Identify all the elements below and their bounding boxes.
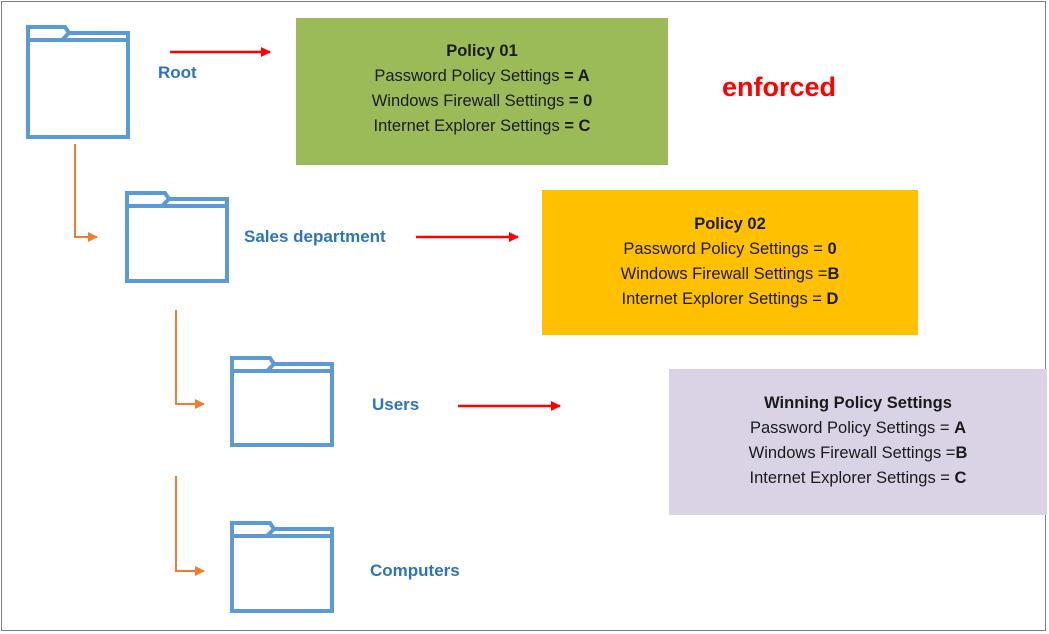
- winning-policy-box: Winning Policy Settings Password Policy …: [669, 369, 1047, 515]
- root-label: Root: [158, 63, 197, 82]
- winning-policy-line: Internet Explorer Settings = C: [749, 469, 967, 487]
- winning-policy-line: Windows Firewall Settings =B: [748, 444, 968, 462]
- policy02-line: Windows Firewall Settings =B: [620, 265, 840, 283]
- policy02-title: Policy 02: [694, 215, 766, 233]
- computers-folder-icon: [230, 521, 334, 613]
- computers-label: Computers: [370, 561, 460, 580]
- connector-sales-to-users: [175, 310, 205, 409]
- policy01-box: Policy 01 Password Policy Settings = A W…: [296, 18, 668, 165]
- policy02-line: Password Policy Settings = 0: [623, 240, 837, 258]
- sales-folder-icon: [125, 191, 229, 283]
- policy01-title: Policy 01: [446, 42, 518, 60]
- policy01-line: Password Policy Settings = A: [374, 67, 590, 85]
- sales-department-label: Sales department: [244, 227, 386, 246]
- enforced-label: enforced: [722, 72, 837, 102]
- connector-root-to-sales: [74, 144, 98, 242]
- users-folder-icon: [230, 356, 334, 447]
- winning-policy-title: Winning Policy Settings: [764, 394, 952, 412]
- policy01-line: Windows Firewall Settings = 0: [371, 92, 593, 110]
- policy01-line: Internet Explorer Settings = C: [373, 117, 591, 135]
- policy02-box: Policy 02 Password Policy Settings = 0 W…: [542, 190, 918, 335]
- connector-sales-to-computers: [175, 476, 205, 576]
- winning-policy-line: Password Policy Settings = A: [750, 419, 966, 437]
- users-label: Users: [372, 395, 420, 414]
- root-folder-icon: [26, 25, 130, 139]
- policy02-line: Internet Explorer Settings = D: [621, 290, 839, 308]
